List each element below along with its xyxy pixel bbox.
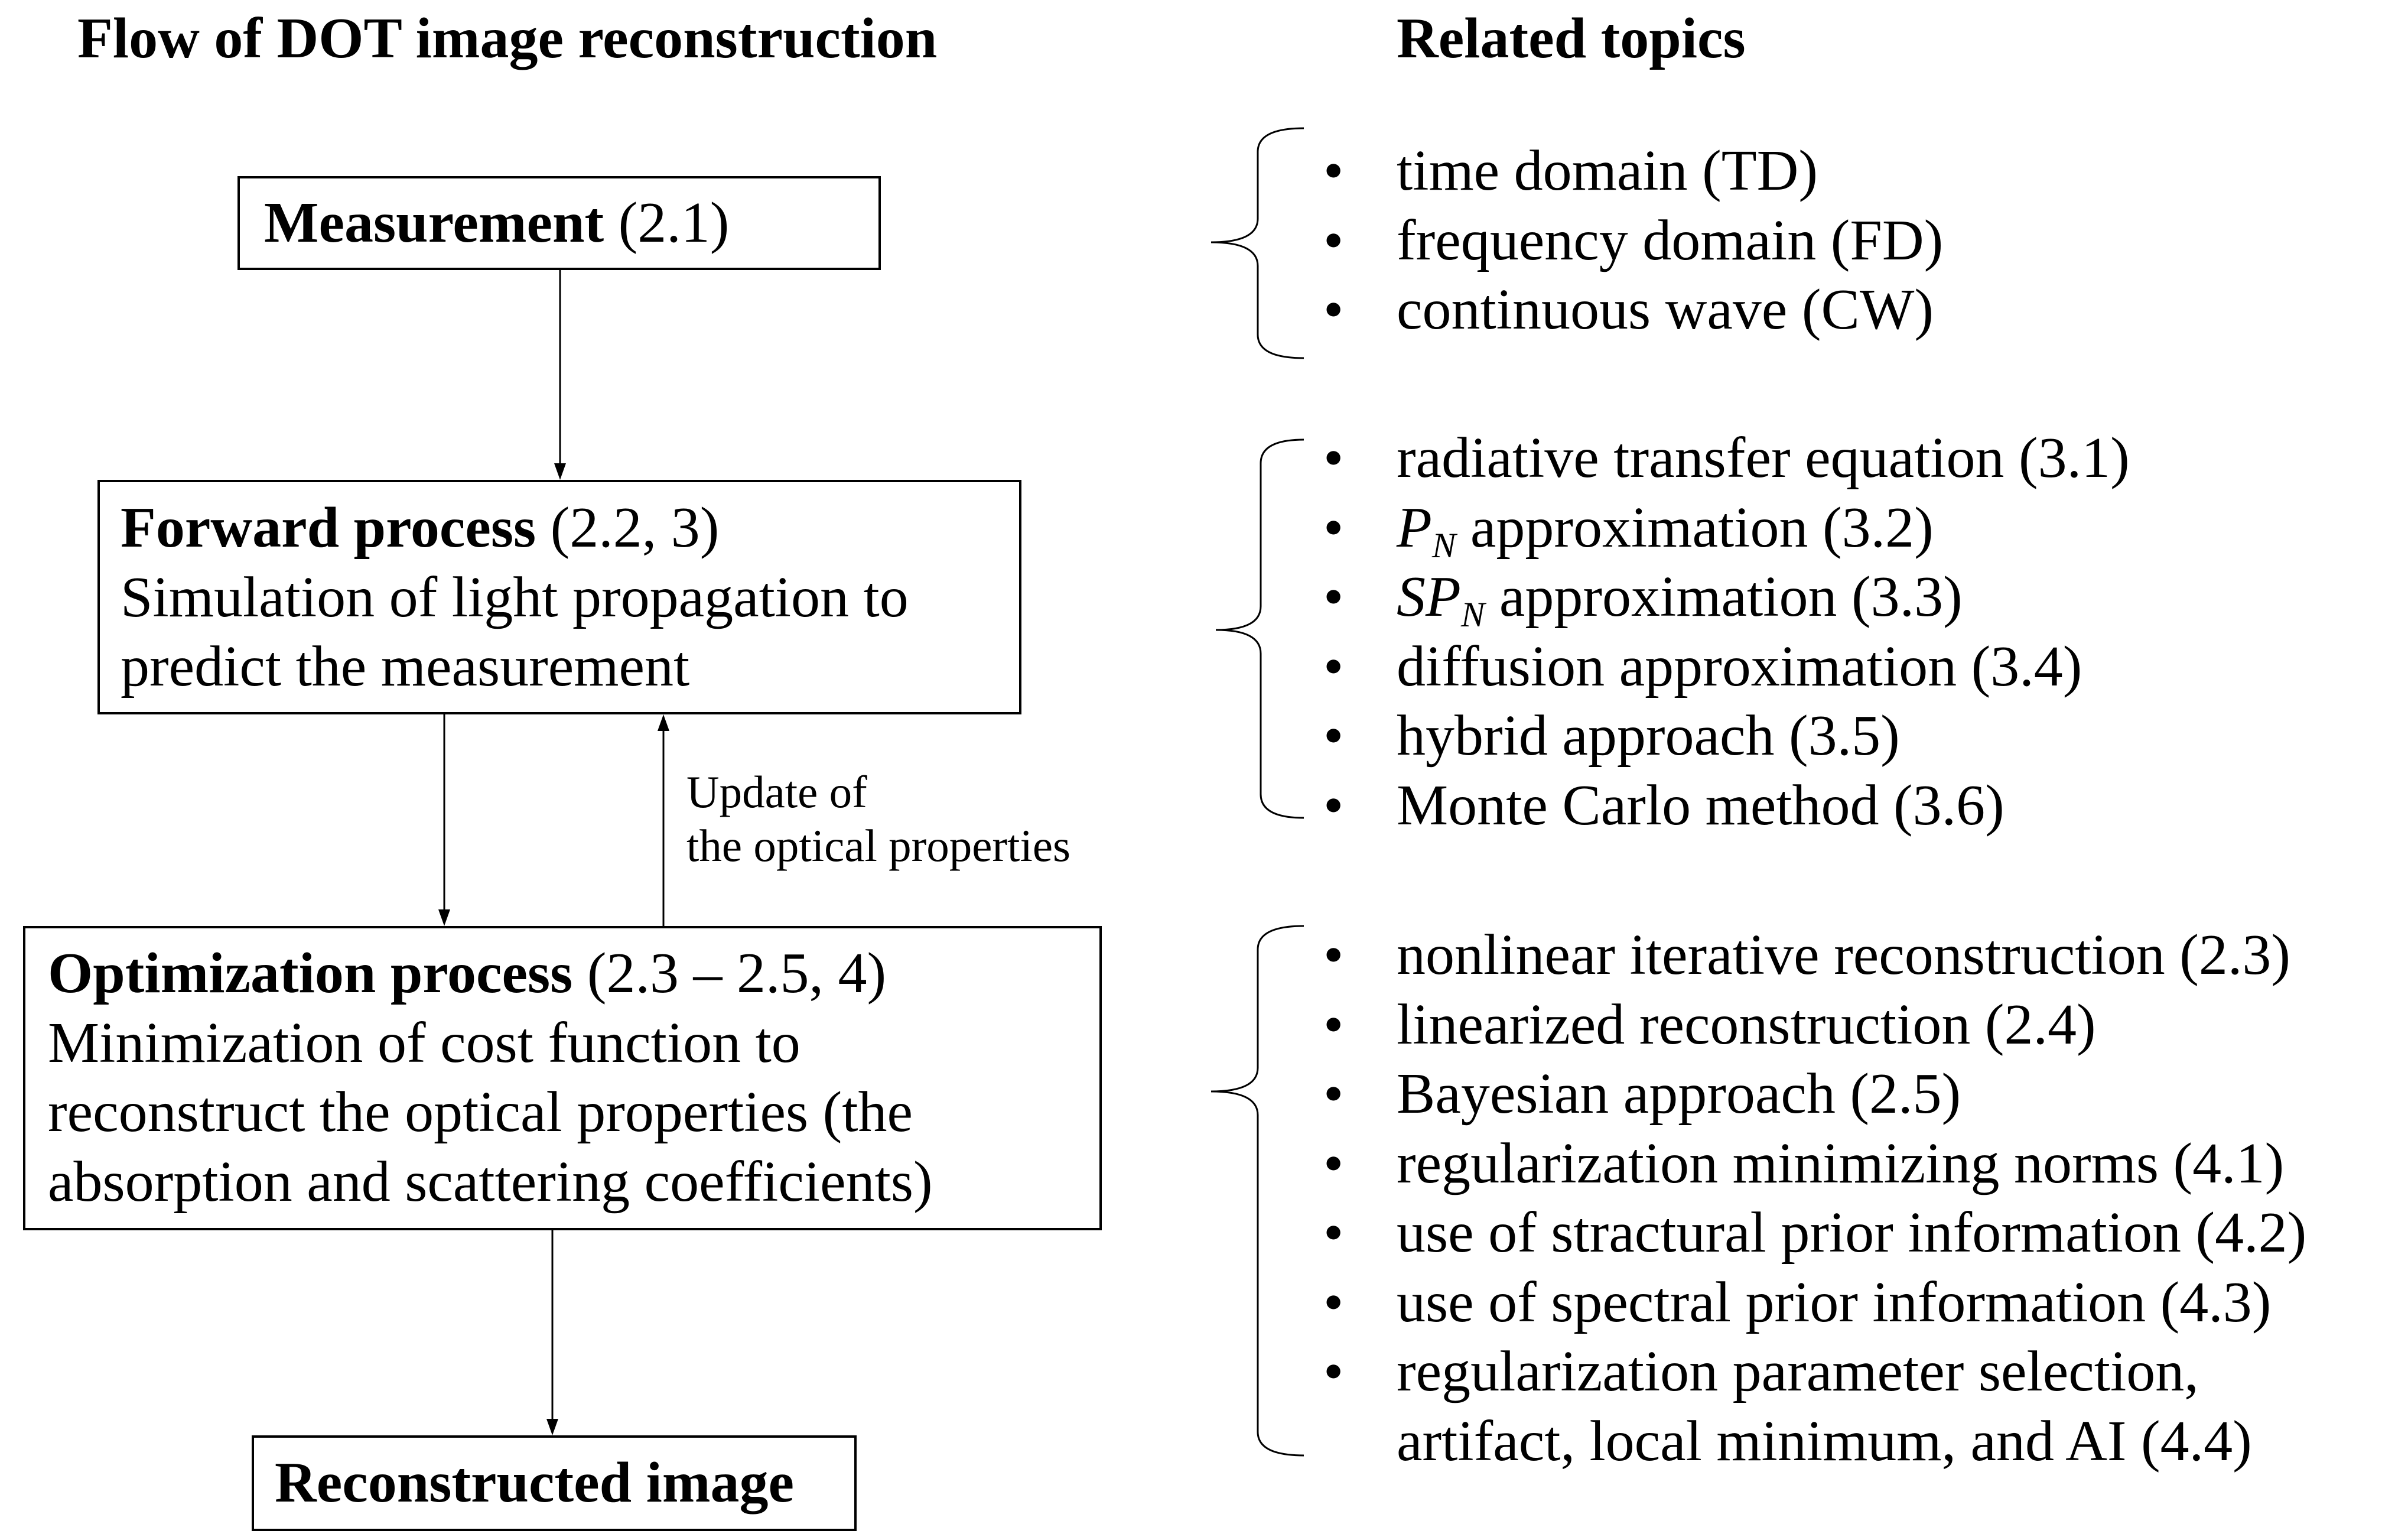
bullet: • (1323, 565, 1344, 629)
optimization-process-description-line: reconstruct the optical properties (the (48, 1080, 913, 1144)
bullet: • (1323, 1270, 1344, 1334)
optimization-process-title: Optimization process (48, 941, 573, 1005)
topic-text: linearized reconstruction (2.4) (1397, 992, 2096, 1057)
topic-item: • use of stractural prior information (4.… (1323, 1198, 2306, 1268)
topic-item: • regularization minimizing norms (4.1) (1323, 1129, 2306, 1199)
topic-text: artifact, local minimum, and AI (4.4) (1397, 1409, 2252, 1473)
measurement-section-ref: (2.1) (618, 190, 730, 255)
forward-process-description-line: predict the measurement (121, 635, 690, 698)
topic-text: approximation (3.3) (1499, 565, 1963, 629)
optimization-process-description-line: absorption and scattering coefficients) (48, 1149, 933, 1214)
math-symbol: SP (1397, 565, 1461, 629)
topic-item: • time domain (TD) (1323, 137, 1943, 206)
topic-text: Monte Carlo method (3.6) (1397, 773, 2005, 837)
topic-text: frequency domain (FD) (1397, 208, 1944, 272)
topic-text: time domain (TD) (1397, 139, 1818, 203)
topic-text: regularization parameter selection, (1397, 1340, 2199, 1403)
topic-item: • diffusion approximation (3.4) (1323, 632, 2130, 702)
topic-item: • regularization parameter selection, (1323, 1337, 2306, 1407)
forward-process-title: Forward process (121, 496, 536, 560)
topic-item: • use of spectral prior information (4.3) (1323, 1268, 2306, 1338)
topic-text: use of spectral prior information (4.3) (1397, 1270, 2272, 1334)
topic-item: • nonlinear iterative reconstruction (2.3… (1323, 921, 2306, 990)
topic-text: nonlinear iterative reconstruction (2.3) (1397, 923, 2290, 987)
bullet: • (1323, 704, 1344, 768)
flow-heading: Flow of DOT image reconstruction (77, 7, 938, 70)
arrow-optimization-to-result (546, 1230, 558, 1435)
update-optical-properties-label: Update of the optical properties (686, 765, 1070, 873)
reconstructed-image-title: Reconstructed image (275, 1451, 795, 1515)
brace-measurement-topics (1210, 127, 1304, 359)
reconstructed-image-box: Reconstructed image (252, 1435, 857, 1531)
optimization-process-box: Optimization process(2.3 – 2.5, 4) Minim… (23, 926, 1102, 1230)
topic-item: • frequency domain (FD) (1323, 206, 1943, 276)
arrow-measurement-to-forward (554, 270, 566, 480)
topic-item: • radiative transfer equation (3.1) (1323, 424, 2130, 493)
bullet: • (1323, 208, 1344, 272)
update-label-line: the optical properties (686, 820, 1070, 871)
brace-optimization-topics (1210, 925, 1304, 1457)
bullet: • (1323, 992, 1344, 1057)
topic-item: • linearized reconstruction (2.4) (1323, 990, 2306, 1060)
topic-text: hybrid approach (3.5) (1397, 704, 1900, 768)
bullet: • (1323, 278, 1344, 342)
bullet: • (1323, 773, 1344, 837)
bullet: • (1323, 1340, 1344, 1403)
topic-item-continuation: artifact, local minimum, and AI (4.4) (1323, 1407, 2306, 1477)
bullet: • (1323, 634, 1344, 698)
bullet: • (1323, 139, 1344, 203)
measurement-box: Measurement (2.1) (237, 176, 881, 270)
bullet: • (1323, 495, 1344, 560)
math-symbol: P (1397, 495, 1432, 560)
topic-text: continuous wave (CW) (1397, 278, 1934, 342)
bullet: • (1323, 426, 1344, 490)
topic-text: regularization minimizing norms (4.1) (1397, 1131, 2285, 1195)
topic-item: • Monte Carlo method (3.6) (1323, 771, 2130, 841)
measurement-topics-list: • time domain (TD) • frequency domain (FD)… (1323, 137, 1943, 345)
brace-forward-topics (1215, 438, 1304, 819)
topic-text: approximation (3.2) (1470, 495, 1934, 560)
bullet: • (1323, 1062, 1344, 1126)
arrow-optimization-to-forward (658, 714, 669, 926)
topic-item: • hybrid approach (3.5) (1323, 701, 2130, 771)
topic-text: Bayesian approach (2.5) (1397, 1062, 1961, 1126)
topic-item: • continuous wave (CW) (1323, 275, 1943, 345)
topic-item: • Bayesian approach (2.5) (1323, 1060, 2306, 1129)
related-topics-heading: Related topics (1397, 7, 1746, 70)
update-label-line: Update of (686, 766, 867, 817)
forward-process-box: Forward process(2.2, 3) Simulation of li… (97, 480, 1021, 714)
forward-process-description-line: Simulation of light propagation to (121, 565, 909, 629)
optimization-process-description-line: Minimization of cost function to (48, 1010, 801, 1075)
optimization-process-header: Optimization process(2.3 – 2.5, 4) (48, 939, 1099, 1009)
forward-process-section-ref: (2.2, 3) (550, 496, 720, 560)
bullet: • (1323, 923, 1344, 987)
optimization-process-section-ref: (2.3 – 2.5, 4) (587, 941, 887, 1005)
bullet: • (1323, 1201, 1344, 1265)
topic-text: use of stractural prior information (4.2… (1397, 1201, 2307, 1265)
math-subscript: N (1431, 525, 1456, 566)
forward-process-header: Forward process(2.2, 3) (121, 493, 1019, 563)
arrow-forward-to-optimization (438, 714, 450, 926)
topic-text: diffusion approximation (3.4) (1397, 634, 2082, 698)
math-subscript: N (1460, 595, 1485, 635)
measurement-title: Measurement (264, 190, 604, 255)
optimization-topics-list: • nonlinear iterative reconstruction (2.3… (1323, 921, 2306, 1476)
bullet: • (1323, 1131, 1344, 1195)
topic-text: radiative transfer equation (3.1) (1397, 426, 2130, 490)
